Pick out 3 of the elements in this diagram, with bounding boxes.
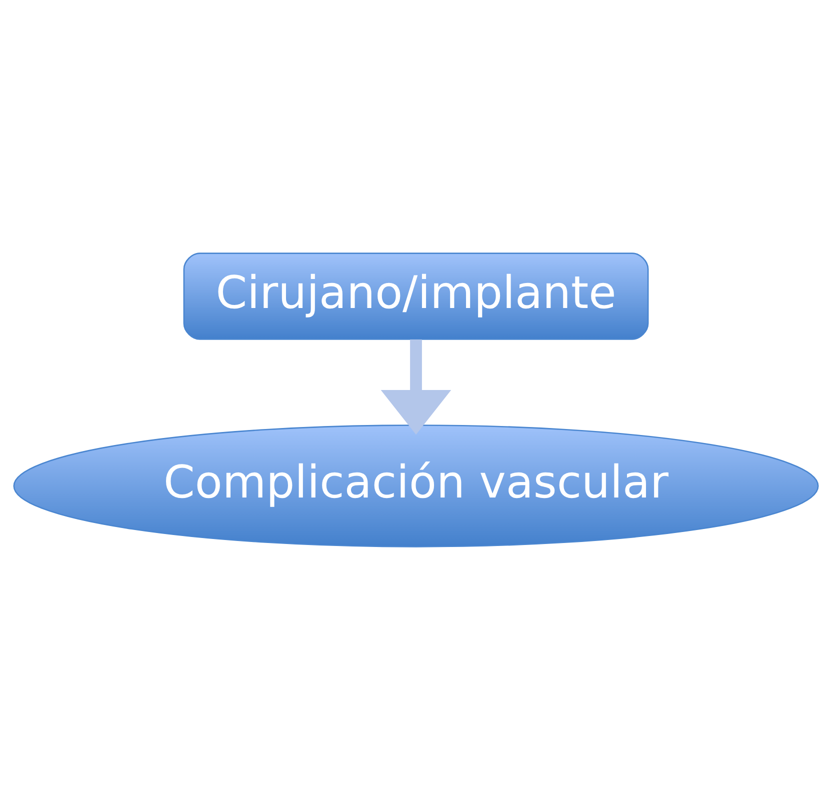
node-box: Cirujano/implante — [183, 252, 649, 340]
node-ellipse: Complicación vascular — [13, 424, 819, 548]
arrow — [380, 340, 452, 435]
